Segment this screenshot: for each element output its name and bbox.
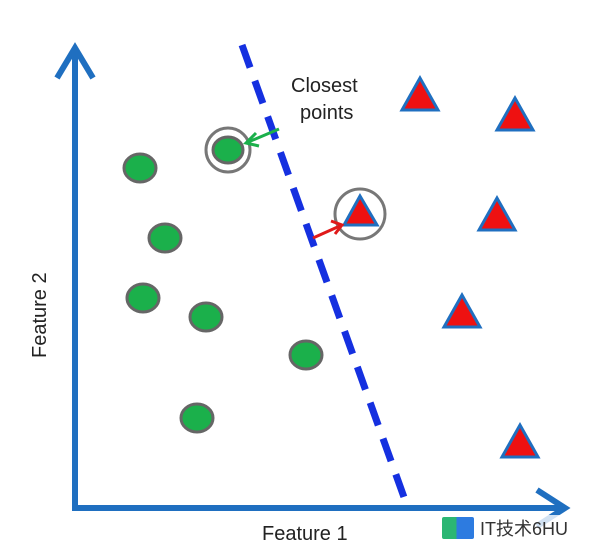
class-b-point xyxy=(476,194,518,232)
support-vector-ring-a xyxy=(204,126,252,174)
class-a-point xyxy=(288,339,324,371)
support-vector-ring-b xyxy=(333,187,387,241)
class-a-point xyxy=(188,301,224,333)
green-arrow xyxy=(243,127,280,148)
class-b-point xyxy=(341,192,380,227)
class-a-point xyxy=(122,152,158,184)
class-b-point xyxy=(499,421,541,459)
x-axis-label: Feature 1 xyxy=(262,523,348,545)
red-arrow xyxy=(312,219,345,240)
class-a-points xyxy=(122,135,324,434)
class-a-point xyxy=(211,135,245,165)
annotation-points: points xyxy=(300,102,353,124)
class-b-point xyxy=(399,74,441,112)
class-b-points xyxy=(341,74,541,459)
class-a-point xyxy=(125,282,161,314)
y-axis-arrowhead xyxy=(54,42,96,80)
y-axis-label: Feature 2 xyxy=(29,272,51,358)
class-b-point xyxy=(494,94,536,132)
annotation-closest: Closest xyxy=(291,75,358,97)
class-b-point xyxy=(441,291,483,329)
watermark: IT技术6HU xyxy=(442,515,569,541)
class-a-point xyxy=(179,402,215,434)
watermark-logo-icon xyxy=(442,517,474,539)
class-a-point xyxy=(147,222,183,254)
watermark-text: IT技术6HU xyxy=(480,519,569,539)
decision-boundary xyxy=(238,43,409,502)
y-axis xyxy=(54,42,96,508)
